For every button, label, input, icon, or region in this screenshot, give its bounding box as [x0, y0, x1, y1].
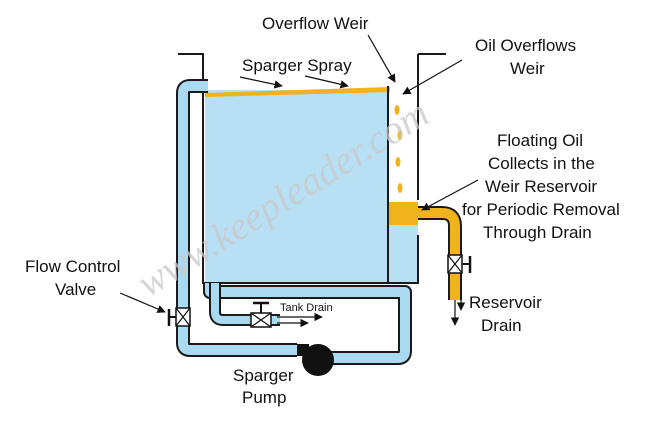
flow-control-valve [167, 307, 191, 327]
overflow-weir-label: Overflow Weir [262, 14, 369, 33]
reservoir-drain-valve [447, 254, 472, 274]
floating-oil-label-line2: Collects in the [488, 154, 595, 173]
oil-film-layer [205, 87, 390, 97]
sparger-spray-label: Sparger Spray [242, 56, 352, 75]
oil-overflows-arrow [402, 59, 463, 95]
flow-control-arrow [119, 292, 166, 313]
spray-arrow-2 [304, 75, 349, 89]
floating-oil-arrow [421, 179, 479, 211]
oil-overflows-label-line1: Oil Overflows [475, 36, 576, 55]
floating-oil-label-line4: for Periodic Removal [462, 200, 620, 219]
reservoir-drain-label-line1: Reservoir [469, 293, 542, 312]
flow-control-label-line2: Valve [55, 280, 96, 299]
sparger-pump [297, 344, 334, 376]
reservoir-bottom [388, 235, 419, 284]
flow-control-label-line1: Flow Control [25, 257, 120, 276]
sparger-pump-label-line2: Pump [242, 388, 286, 407]
spray-arrow-1 [239, 76, 283, 89]
reservoir-water [389, 225, 418, 283]
floating-oil-label-line3: Weir Reservoir [485, 177, 597, 196]
oil-overflows-label-line2: Weir [510, 59, 545, 78]
weir-reservoir-wall [417, 53, 446, 200]
oil-drips [394, 105, 403, 193]
overflow-weir-arrow [367, 34, 396, 83]
floating-oil-label-line1: Floating Oil [497, 131, 583, 150]
tank-water [205, 90, 388, 283]
tank-drain-label: Tank Drain [280, 302, 333, 314]
floating-oil-label-line5: Through Drain [483, 223, 592, 242]
sparger-pump-label-line1: Sparger [233, 366, 294, 385]
reservoir-oil [389, 202, 418, 225]
tank-drain-valve [250, 301, 272, 328]
reservoir-drain-label-line2: Drain [481, 316, 522, 335]
